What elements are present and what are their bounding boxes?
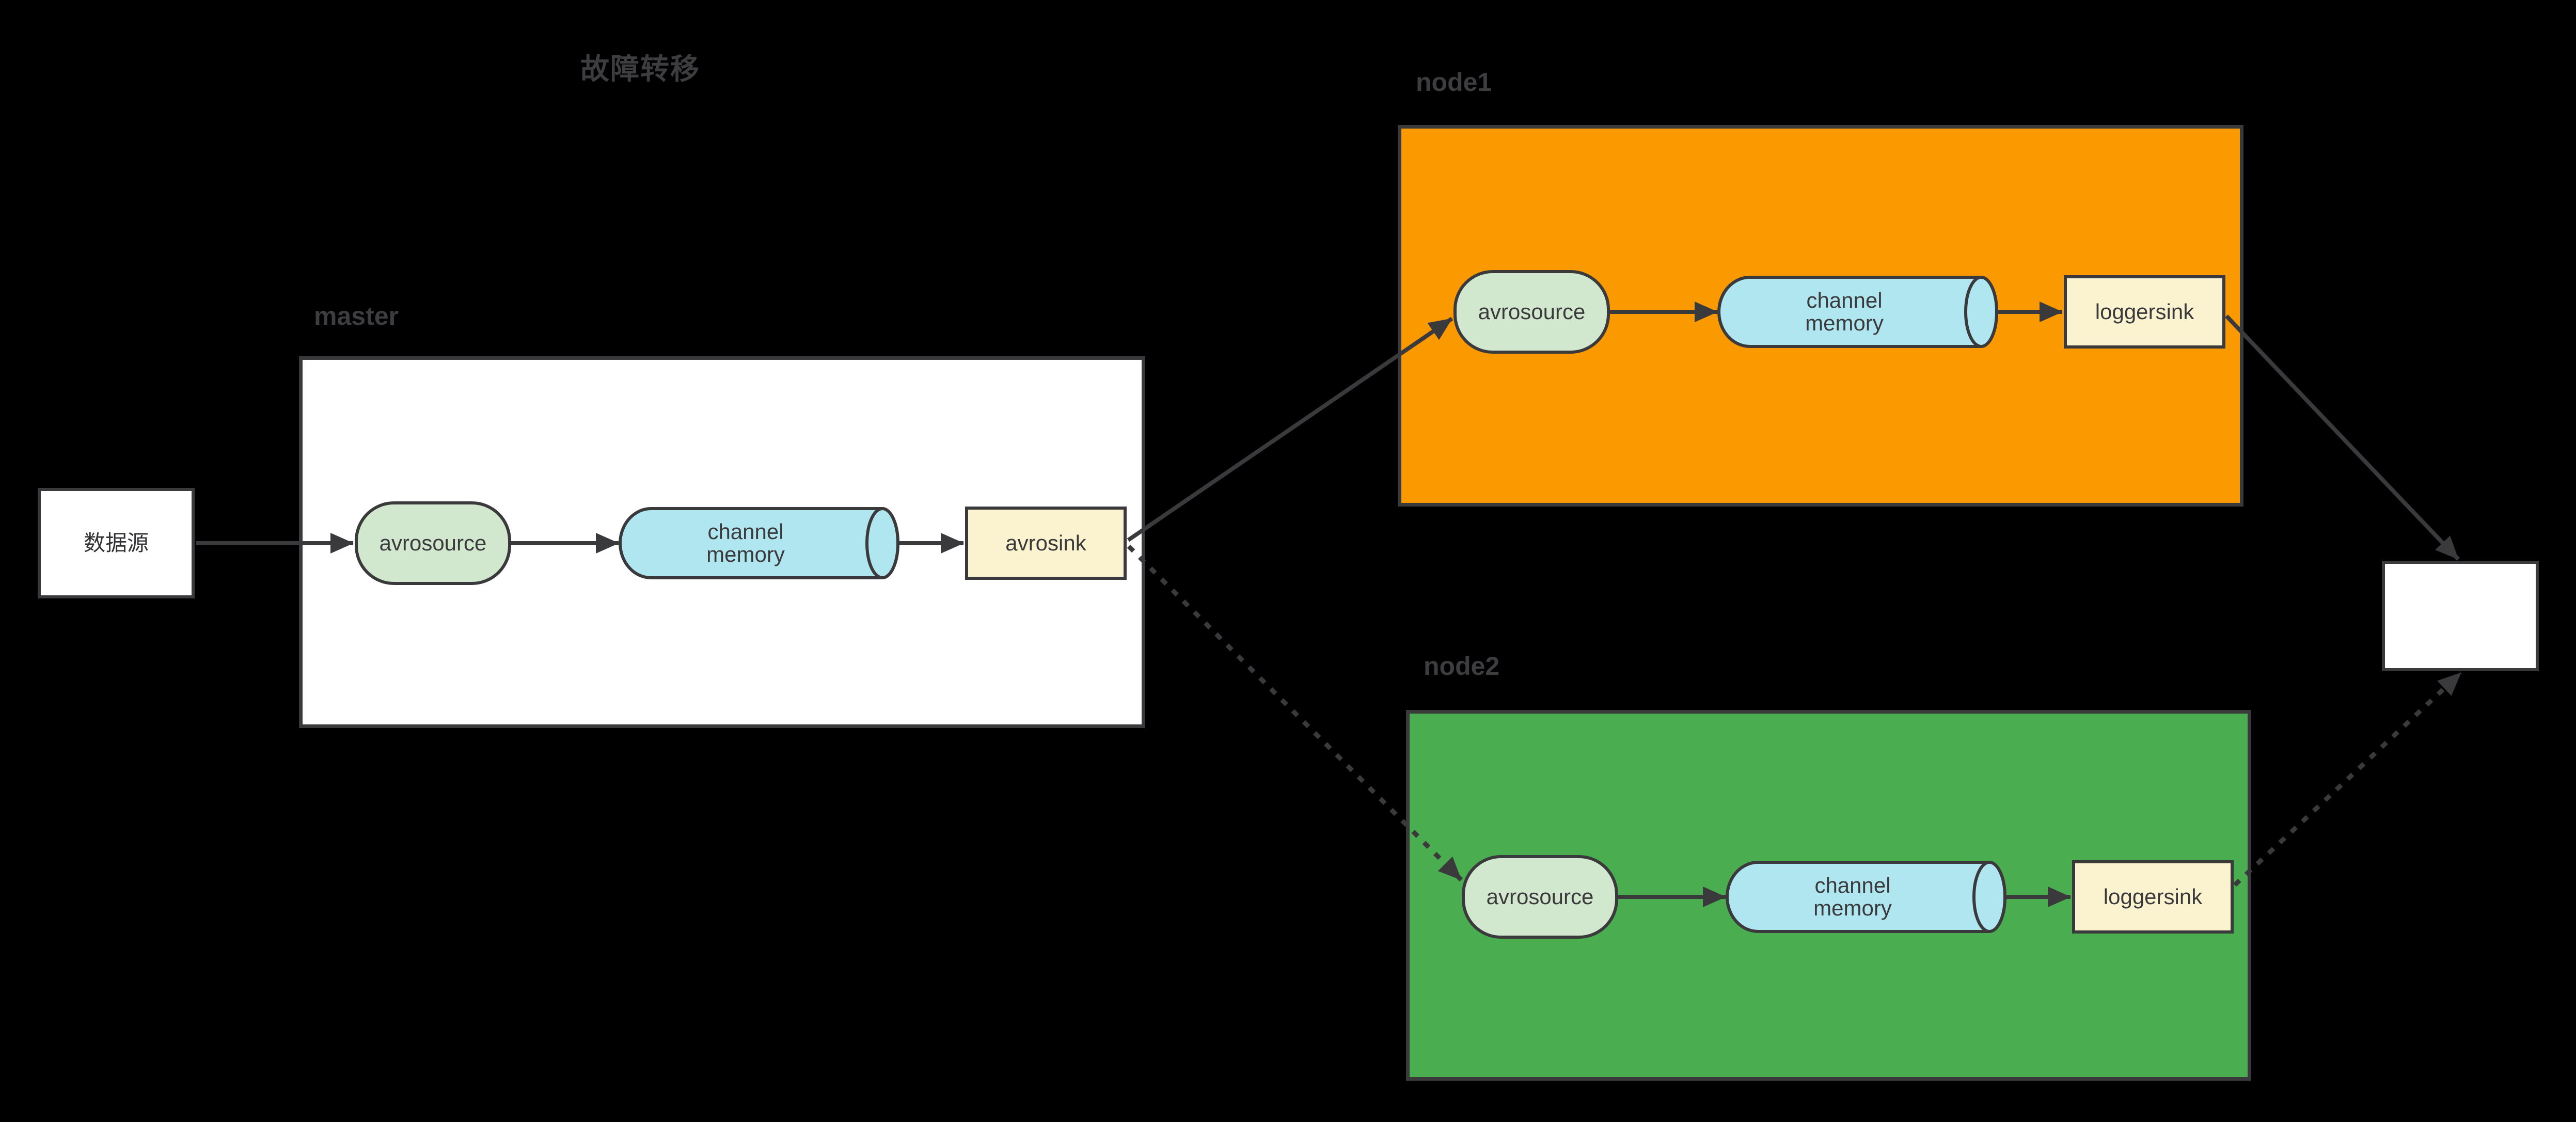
node1-avrosource-shape: avrosource bbox=[1453, 270, 1610, 354]
cylinder-icon bbox=[619, 507, 899, 579]
diagram-title: 故障转移 bbox=[580, 53, 700, 85]
node1-channel-label: channel memory bbox=[1719, 276, 1998, 348]
node2-channel-shape: channel memory bbox=[1726, 861, 2006, 933]
channel-line2: memory bbox=[1805, 311, 1884, 335]
group-box-node2: avrosource channel memory loggersink bbox=[1406, 710, 2251, 1081]
cylinder-icon bbox=[1726, 861, 2006, 933]
datasource-box: 数据源 bbox=[38, 488, 195, 598]
node1-avrosource-label: avrosource bbox=[1478, 299, 1586, 324]
channel-line1: channel bbox=[1806, 288, 1883, 312]
node1-channel-shape: channel memory bbox=[1717, 276, 1998, 348]
node2-loggersink-label: loggersink bbox=[2103, 884, 2203, 909]
group-box-node1: avrosource channel memory loggersink bbox=[1398, 125, 2243, 507]
master-avrosink-shape: avrosink bbox=[965, 507, 1127, 580]
group-box-master: avrosource channel memory avrosink bbox=[299, 356, 1145, 728]
node2-avrosource-label: avrosource bbox=[1486, 884, 1594, 909]
channel-line1: channel bbox=[707, 519, 784, 544]
node2-avrosource-shape: avrosource bbox=[1462, 855, 1618, 939]
node2-channel-label: channel memory bbox=[1727, 861, 2006, 933]
master-channel-label: channel memory bbox=[620, 507, 899, 579]
channel-line2: memory bbox=[706, 542, 785, 566]
master-avrosource-label: avrosource bbox=[379, 530, 487, 555]
node1-loggersink-label: loggersink bbox=[2095, 299, 2194, 324]
node1-loggersink-shape: loggersink bbox=[2064, 275, 2225, 349]
output-box bbox=[2382, 561, 2539, 671]
group-label-node2: node2 bbox=[1424, 652, 1500, 681]
master-channel-shape: channel memory bbox=[619, 507, 899, 579]
master-avrosource-shape: avrosource bbox=[355, 501, 511, 585]
cylinder-icon bbox=[1717, 276, 1998, 348]
edge-node1-sink-to-output bbox=[2225, 314, 2460, 561]
node2-loggersink-shape: loggersink bbox=[2072, 860, 2234, 934]
channel-line2: memory bbox=[1813, 896, 1892, 920]
datasource-label: 数据源 bbox=[83, 530, 149, 555]
master-avrosink-label: avrosink bbox=[1005, 530, 1086, 555]
channel-line1: channel bbox=[1814, 873, 1891, 897]
edge-node2-sink-to-output bbox=[2233, 671, 2463, 887]
group-label-node1: node1 bbox=[1416, 68, 1492, 97]
group-label-master: master bbox=[314, 302, 399, 330]
